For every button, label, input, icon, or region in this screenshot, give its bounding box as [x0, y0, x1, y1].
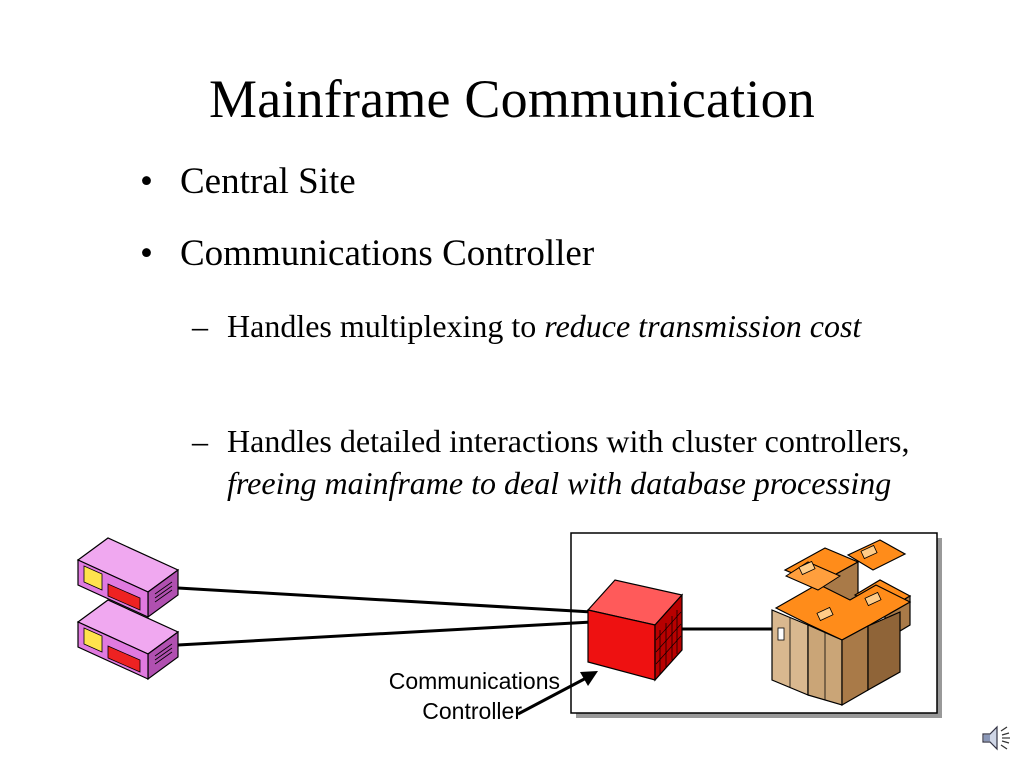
link-line-bottom	[177, 620, 593, 647]
bullet-central-site: • Central Site	[140, 160, 356, 204]
sub-bullet-emphasis: freeing mainframe to deal with database …	[227, 465, 892, 501]
slide-title: Mainframe Communication	[209, 69, 815, 129]
label-line-2: Controller	[422, 698, 522, 724]
speaker-icon[interactable]	[980, 722, 1012, 754]
bullet-text: Communications Controller	[180, 233, 595, 274]
sub-bullet-interactions: – Handles detailed interactions with clu…	[192, 420, 912, 504]
bullet-marker: •	[140, 233, 153, 274]
sub-bullet-text: Handles detailed interactions with clust…	[227, 423, 910, 459]
central-site-box	[570, 532, 938, 714]
central-site-box-shadow	[576, 538, 942, 718]
link-line-top	[177, 586, 593, 614]
sub-bullet-multiplexing: – Handles multiplexing to reduce transmi…	[192, 305, 952, 347]
dash-marker: –	[192, 308, 208, 344]
label-line-1: Communications	[388, 668, 560, 694]
bullet-text: Central Site	[180, 161, 356, 202]
bullet-communications-controller: • Communications Controller	[140, 232, 594, 276]
communications-controller-icon	[586, 579, 684, 682]
bullet-marker: •	[140, 161, 153, 202]
cluster-controller-icon	[76, 537, 180, 619]
sub-bullet-text: Handles multiplexing to	[227, 308, 545, 344]
cluster-controller-icon	[76, 599, 180, 681]
communications-controller-label: Communications Controller	[320, 666, 560, 726]
sub-bullet-emphasis: reduce transmission cost	[544, 308, 862, 344]
dash-marker: –	[192, 423, 208, 459]
mainframe-icon	[771, 539, 912, 707]
